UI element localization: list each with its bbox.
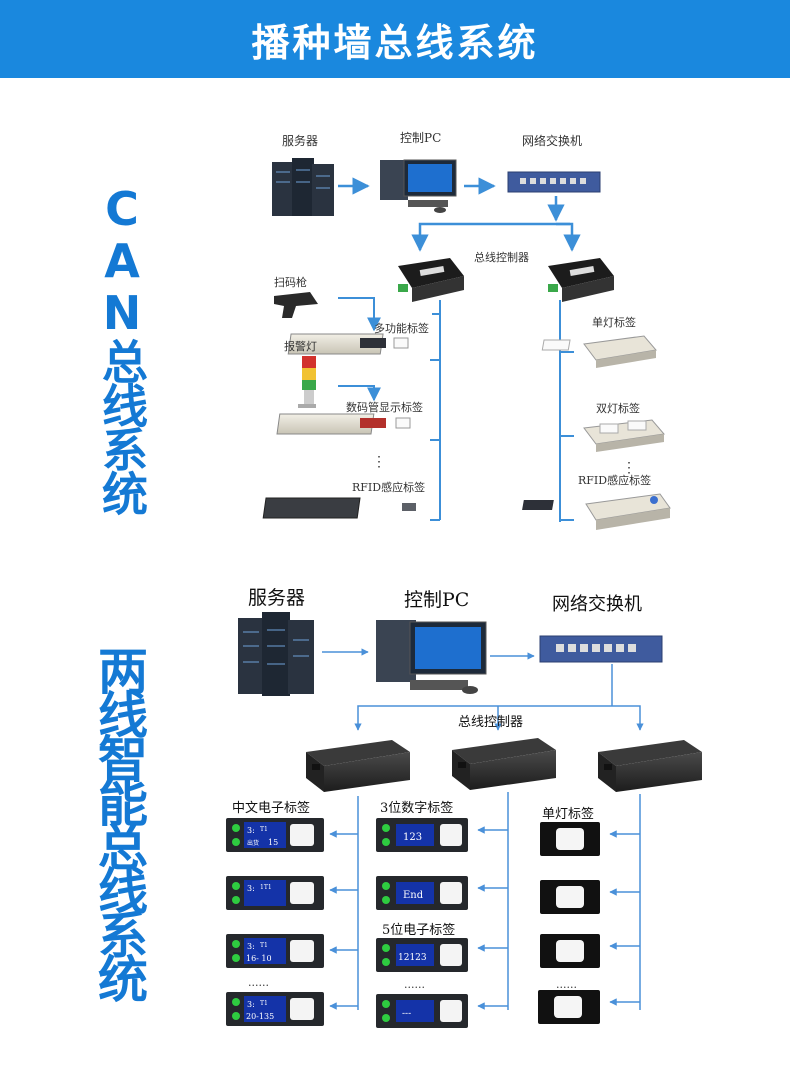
single-lamp-tag-3 (540, 934, 600, 968)
tw-server-icon (238, 612, 314, 696)
d5-tag-1-value: 12123 (398, 953, 427, 963)
rfid-tag-right-icon (522, 493, 671, 530)
can-controller-left-icon (398, 258, 464, 302)
tw-controller-right-icon (598, 740, 702, 792)
tw-d3-tag-label: 3位数字标签 (380, 800, 453, 816)
cn-tag-3-head: 3: (247, 942, 255, 951)
tw-ellipsis-cn: ...... (248, 976, 269, 989)
cn-tag-1-line2: 出货 (247, 839, 259, 847)
cn-tag-4-line1: T1 (260, 1000, 268, 1007)
tw-ellipsis-s: ...... (556, 978, 577, 991)
cn-tag-1: 3: T1 出货 15 (226, 818, 324, 852)
multi-tag-icon (287, 333, 409, 355)
cn-tag-1-head: 3: (247, 826, 255, 835)
cn-tag-4: 3: T1 20-135 (226, 992, 324, 1026)
d3-tag-1-value: 123 (403, 832, 422, 843)
can-digit-tag-label: 数码管显示标签 (346, 400, 423, 414)
tw-cn-tag-label: 中文电子标签 (232, 800, 310, 816)
d3-tag-2-value: End (403, 890, 424, 901)
can-switch-label: 网络交换机 (522, 133, 582, 148)
cn-tag-3: 3: T1 16- 10 (226, 934, 324, 968)
cn-tag-1-line1: T1 (260, 826, 268, 833)
single-lamp-tag-1 (540, 822, 600, 856)
double-tag-icon (583, 419, 665, 452)
tw-controller-left-icon (306, 740, 410, 792)
can-section-title: CAN总线系统 (95, 182, 149, 514)
digit-tag-icon (276, 413, 411, 435)
can-server-label: 服务器 (282, 133, 318, 148)
cn-tag-2: 3: 1T1 (226, 876, 324, 910)
d3-tag-2: End (376, 876, 468, 910)
can-single-tag-label: 单灯标签 (592, 315, 636, 329)
can-dots-left: ⋮ (372, 454, 386, 470)
cn-tag-3-code: 16- 10 (246, 954, 272, 963)
tw-server-label: 服务器 (248, 587, 305, 609)
page-title: 播种墙总线系统 (251, 20, 539, 65)
tw-controller-label: 总线控制器 (458, 715, 523, 730)
tw-pc-label: 控制PC (404, 589, 469, 611)
two-wire-diagram: 服务器 控制PC 网络交换机 (226, 587, 702, 1028)
alarm-lamp-icon (298, 356, 316, 408)
can-alarm-label: 报警灯 (284, 339, 317, 353)
d5-tag-2: --- (376, 994, 468, 1028)
tw-pc-icon (376, 620, 487, 694)
single-lamp-tag-4 (538, 990, 600, 1024)
cn-tag-2-head: 3: (247, 884, 255, 893)
single-tag-icon (541, 335, 657, 368)
can-rfid-right-label: RFID感应标签 (578, 473, 651, 487)
page-header: 播种墙总线系统 (0, 0, 790, 78)
cn-tag-3-line1: T1 (260, 942, 268, 949)
tw-d5-tag-label: 5位电子标签 (382, 922, 455, 938)
can-diagram: 服务器 控制PC 网络交换机 (262, 131, 671, 530)
d5-tag-2-value: --- (402, 1009, 411, 1019)
d3-tag-1: 123 (376, 818, 468, 852)
can-multi-tag-label: 多功能标签 (374, 321, 429, 335)
cn-tag-4-head: 3: (247, 1000, 255, 1009)
rfid-tag-left-icon (262, 497, 416, 519)
cn-tag-4-code: 20-135 (246, 1012, 274, 1021)
scanner-icon (274, 292, 318, 318)
tw-single-tag-label: 单灯标签 (542, 806, 594, 822)
can-double-tag-label: 双灯标签 (596, 401, 640, 415)
can-pc-icon (380, 159, 457, 213)
tw-switch-icon (539, 635, 663, 663)
can-scanner-label: 扫码枪 (274, 275, 307, 289)
tw-controller-mid-icon (452, 738, 556, 790)
two-wire-section-title: 两线智能总线系统 (90, 645, 148, 997)
d5-tag-1: 12123 (376, 938, 468, 972)
can-pc-label: 控制PC (400, 131, 441, 145)
can-controller-label: 总线控制器 (474, 250, 529, 264)
cn-tag-1-code: 15 (268, 838, 278, 847)
can-switch-icon (507, 171, 601, 193)
tw-switch-label: 网络交换机 (552, 594, 642, 615)
can-server-icon (272, 158, 334, 216)
tw-ellipsis-d: ...... (404, 978, 425, 991)
can-rfid-left-label: RFID感应标签 (352, 480, 425, 494)
can-dots-right: ⋮ (622, 460, 636, 476)
cn-tag-2-line1: 1T1 (260, 884, 272, 891)
single-lamp-tag-2 (540, 880, 600, 914)
can-controller-right-icon (548, 258, 614, 302)
